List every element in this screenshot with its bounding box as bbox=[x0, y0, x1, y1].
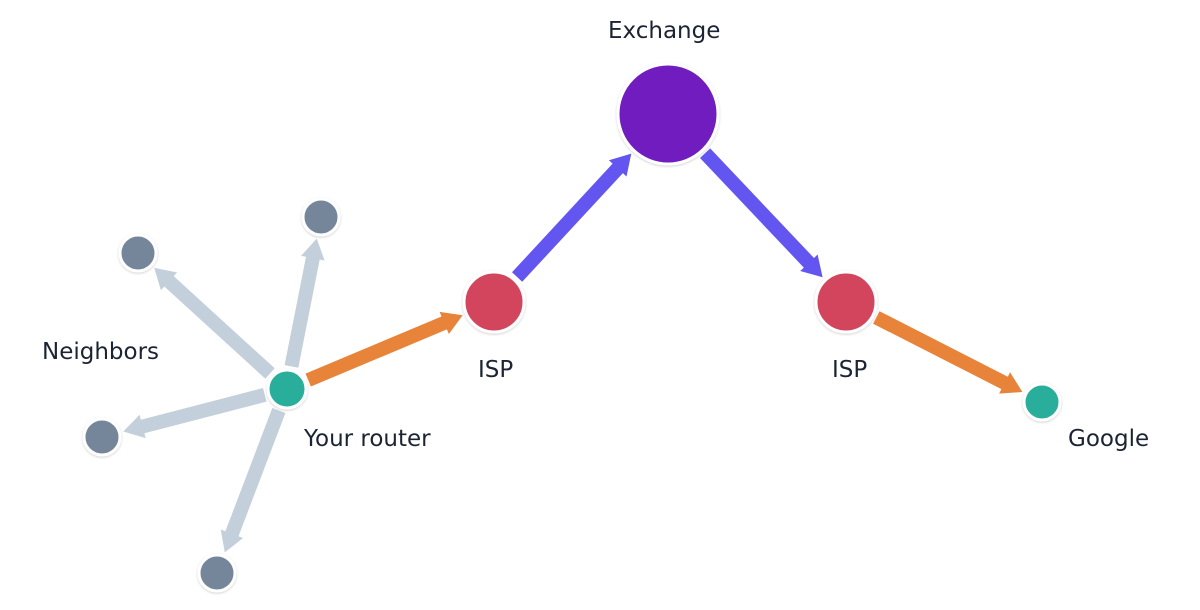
edge-arrow-isp-right-to-google bbox=[873, 311, 1023, 394]
label-google: Google bbox=[1068, 426, 1149, 452]
node-router bbox=[266, 368, 308, 410]
edges-layer bbox=[123, 148, 1023, 553]
label-isp-right: ISP bbox=[832, 357, 867, 383]
edge-arrow-exchange-to-isp-right bbox=[700, 148, 823, 278]
node-exchange bbox=[616, 62, 720, 166]
node-neighbor-4 bbox=[197, 553, 237, 593]
node-google bbox=[1022, 382, 1062, 422]
label-neighbors: Neighbors bbox=[42, 339, 159, 365]
node-isp-right bbox=[814, 270, 878, 334]
edge-arrow-router-to-neighbor-1 bbox=[154, 267, 275, 379]
label-your-router: Your router bbox=[303, 426, 431, 452]
nodes-layer bbox=[82, 62, 1062, 593]
edge-arrow-router-to-neighbor-4 bbox=[220, 408, 286, 553]
edge-arrow-router-to-neighbor-2 bbox=[284, 238, 325, 368]
edge-arrow-router-to-neighbor-3 bbox=[123, 388, 267, 439]
edge-arrow-isp-left-to-exchange bbox=[512, 153, 632, 282]
node-isp-left bbox=[462, 270, 526, 334]
node-neighbor-3 bbox=[82, 417, 122, 457]
label-exchange: Exchange bbox=[608, 18, 720, 44]
edge-arrow-router-to-isp-left bbox=[305, 311, 463, 387]
label-isp-left: ISP bbox=[478, 357, 513, 383]
node-neighbor-2 bbox=[301, 197, 341, 237]
node-neighbor-1 bbox=[118, 233, 158, 273]
